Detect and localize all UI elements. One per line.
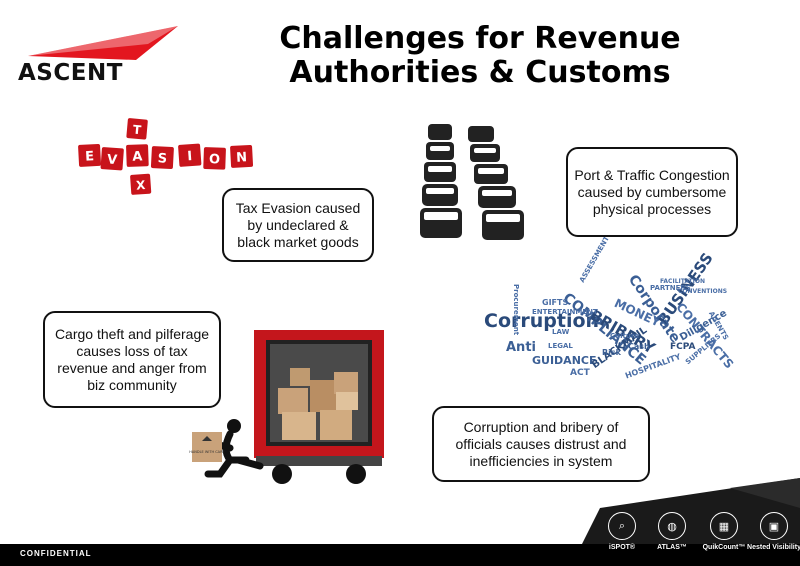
logo-swoosh-icon	[28, 26, 178, 60]
product-nested-visibility: ▣ Nested Visibility	[744, 512, 800, 552]
word-cloud-word: Anti	[506, 340, 536, 355]
word-cloud-word: Culture	[610, 332, 640, 340]
page-title: Challenges for Revenue Authorities & Cus…	[230, 22, 730, 90]
word-cloud-word: PARTNERS	[650, 284, 691, 292]
title-line-2: Authorities & Customs	[289, 55, 671, 90]
tile-letter: X	[136, 178, 147, 193]
callout-port-congestion: Port & Traffic Congestion caused by cumb…	[566, 147, 738, 237]
product-label: Nested Visibility	[747, 544, 800, 551]
word-cloud-word: FCPA	[670, 342, 696, 352]
globe-icon: ◍	[658, 512, 686, 540]
tile-letter: T	[132, 122, 142, 137]
tile-row: E V A S I O N	[78, 143, 254, 171]
word-cloud-word: GUIDANCE	[532, 354, 597, 367]
box-label: HANDLE WITH CARE	[189, 450, 224, 454]
tax-evasion-tiles-illustration: E V A S I O N T X	[78, 118, 254, 195]
callout-tax-evasion: Tax Evasion caused by undeclared & black…	[222, 188, 374, 262]
counter-icon: ▦	[710, 512, 738, 540]
word-cloud-word: FACILITATION	[660, 278, 705, 285]
word-cloud-word: Risk	[602, 348, 621, 357]
confidential-label: CONFIDENTIAL	[20, 549, 92, 558]
tile-column: T X	[126, 118, 152, 195]
title-line-1: Challenges for Revenue	[279, 21, 681, 56]
nested-boxes-icon: ▣	[760, 512, 788, 540]
tile-letter: S	[157, 151, 167, 166]
word-cloud-word: LAW	[552, 328, 570, 336]
tile-letter: A	[132, 149, 143, 164]
tile-letter: N	[236, 150, 248, 166]
ascent-logo: ASCENT	[18, 26, 178, 86]
callout-corruption: Corruption and bribery of officials caus…	[432, 406, 650, 482]
word-cloud-word: ASSESSMENT	[578, 234, 611, 284]
word-cloud-word: Corruption	[484, 310, 600, 332]
product-atlas: ◍ ATLAS™	[642, 512, 702, 552]
word-cloud-word: GIFTS	[542, 298, 569, 307]
tile-letter: V	[107, 152, 118, 168]
traffic-congestion-illustration	[420, 124, 524, 240]
word-cloud-word: Cash	[628, 342, 650, 351]
product-label: QuikCount™	[702, 544, 746, 551]
product-label: iSPOT®	[608, 544, 636, 551]
footer-bar	[0, 544, 800, 566]
corruption-word-cloud: Corruption COMPLIANCE BRIBERY MONEY BUSI…	[478, 235, 748, 400]
product-ispot: ⌕ iSPOT®	[592, 512, 652, 552]
thief-figure	[227, 419, 241, 433]
tile-letter: I	[187, 149, 193, 164]
tile-letter: O	[209, 152, 221, 167]
product-label: ATLAS™	[657, 544, 687, 551]
tile-letter: E	[85, 149, 95, 164]
word-cloud-word: ACT	[570, 368, 590, 378]
logo-text: ASCENT	[18, 60, 123, 86]
word-cloud-word: CONVENTIONS	[678, 288, 728, 295]
word-cloud-word: ENTERTAINMENT	[532, 308, 598, 316]
word-cloud-word: Procurement	[512, 284, 520, 336]
cargo-theft-illustration: HANDLE WITH CARE	[189, 330, 384, 484]
word-cloud-word: LEGAL	[548, 342, 573, 350]
product-quikcount: ▦ QuikCount™	[694, 512, 754, 552]
ispot-icon: ⌕	[608, 512, 636, 540]
callout-cargo-theft: Cargo theft and pilferage causes loss of…	[43, 311, 221, 408]
